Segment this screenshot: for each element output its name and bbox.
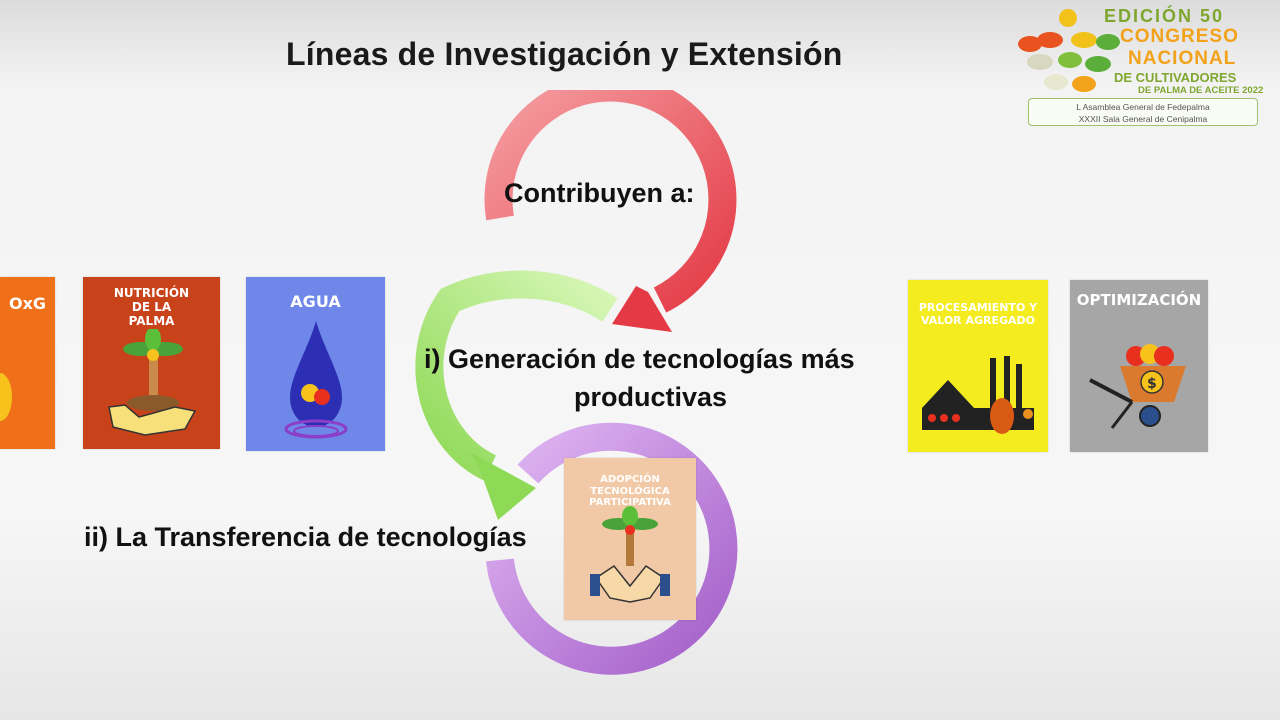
card-adopcion-label: ADOPCIÓN TECNOLÓGICA PARTICIPATIVA <box>589 474 671 508</box>
palm-logo-icon <box>1018 9 1120 92</box>
card-nutricion: NUTRICIÓN DE LA PALMA <box>83 277 220 449</box>
wheelbarrow-icon: $ <box>1089 344 1186 429</box>
card-oxg-label: OxG <box>8 294 47 313</box>
transferencia-label: ii) La Transferencia de tecnologías <box>84 522 527 552</box>
handshake-palm-icon <box>590 506 670 603</box>
generacion-label-2: productivas <box>574 382 728 412</box>
logo-subtitle-box: L Asamblea General de Fedepalma XXXII Sa… <box>1028 98 1258 126</box>
logo-congreso: CONGRESO <box>1120 26 1239 47</box>
card-oxg: OxG <box>0 277 55 449</box>
factory-icon <box>922 356 1034 434</box>
slide-title: Líneas de Investigación y Extensión <box>286 36 843 72</box>
logo-nacional: NACIONAL <box>1128 48 1237 69</box>
logo-sub1: L Asamblea General de Fedepalma <box>1076 102 1210 112</box>
card-agua-label: AGUA <box>290 292 341 311</box>
green-arrowhead <box>470 452 536 520</box>
logo-cultivadores: DE CULTIVADORES <box>1114 70 1237 85</box>
fruit-icon <box>0 373 12 421</box>
logo-palma: DE PALMA DE ACEITE 2022 <box>1138 85 1264 96</box>
card-agua: AGUA <box>246 277 385 451</box>
purple-cycle-arrow <box>486 422 738 675</box>
water-drop-icon <box>284 321 348 439</box>
red-arrowhead <box>612 286 672 332</box>
red-cycle-arrow <box>484 90 737 313</box>
card-optimizacion-label: OPTIMIZACIÓN <box>1076 291 1202 309</box>
card-procesamiento-label: PROCESAMIENTO Y VALOR AGREGADO <box>918 301 1038 327</box>
contribuyen-label: Contribuyen a: <box>504 178 695 208</box>
logo-edition: EDICIÓN 50 <box>1104 6 1225 26</box>
green-cycle-arrow <box>415 270 618 481</box>
logo-sub2: XXXII Sala General de Cenipalma <box>1078 114 1208 124</box>
card-procesamiento: PROCESAMIENTO Y VALOR AGREGADO <box>908 280 1048 452</box>
palm-hand-icon <box>108 329 197 436</box>
card-optimizacion: OPTIMIZACIÓN $ <box>1070 280 1208 452</box>
svg-text:$: $ <box>1147 376 1157 392</box>
cycle-arrows <box>415 90 738 675</box>
congress-logo: EDICIÓN 50 CONGRESO NACIONAL DE CULTIVAD… <box>1012 4 1267 128</box>
card-nutricion-label: NUTRICIÓN DE LA PALMA <box>113 286 190 328</box>
card-adopcion: ADOPCIÓN TECNOLÓGICA PARTICIPATIVA <box>564 458 696 620</box>
generacion-label: i) Generación de tecnologías más <box>424 344 855 374</box>
